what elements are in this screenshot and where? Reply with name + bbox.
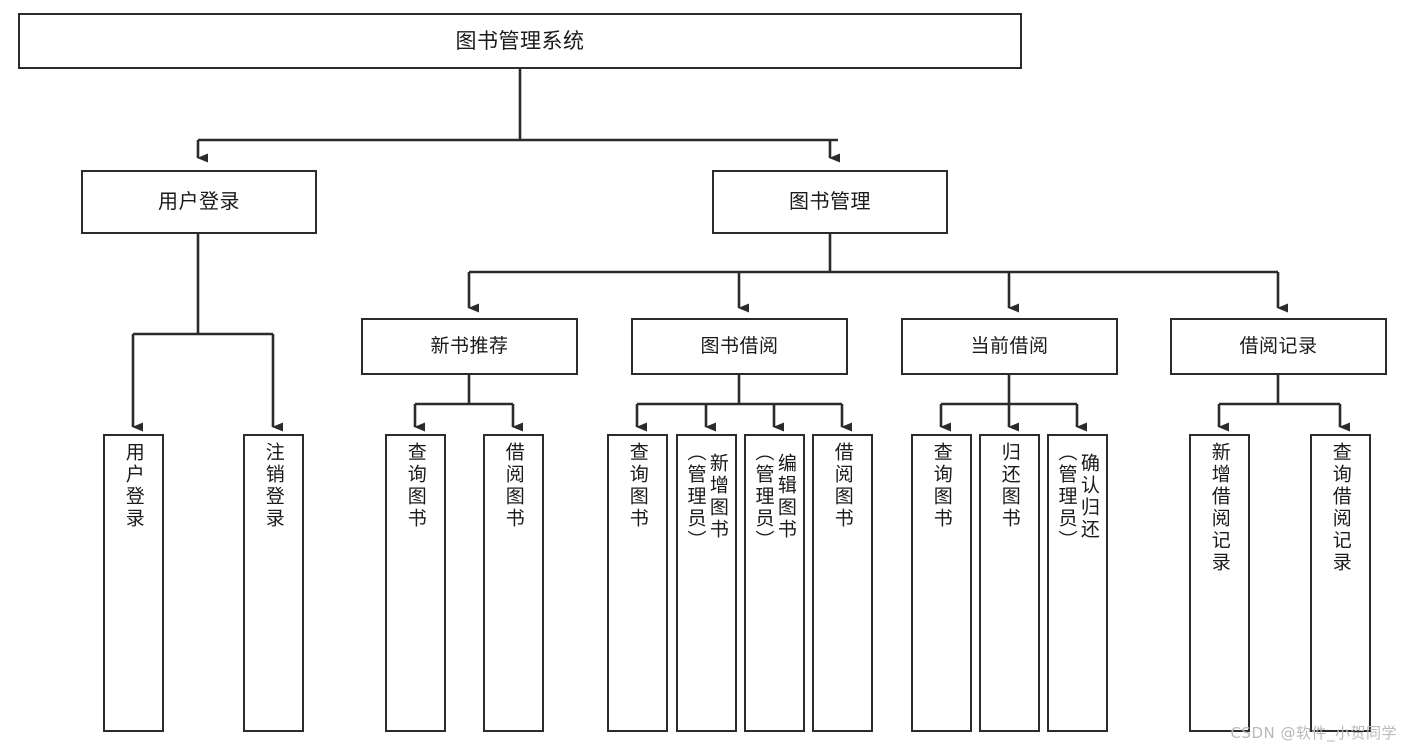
node-label: 图书借阅 (700, 335, 779, 358)
node-new-book-recommend[interactable]: 新书推荐 (361, 318, 578, 375)
leaf-borrow-record-query-record[interactable]: 查询借阅记录 (1310, 434, 1371, 732)
node-label: 当前借阅 (970, 335, 1049, 358)
leaf-borrow-record-add-record[interactable]: 新增借阅记录 (1189, 434, 1250, 732)
leaf-new-book-borrow-book[interactable]: 借阅图书 (483, 434, 544, 732)
node-user-login[interactable]: 用户登录 (81, 170, 317, 234)
leaf-book-borrow-query-book[interactable]: 查询图书 (607, 434, 668, 732)
leaf-user-login-logout[interactable]: 注销登录 (243, 434, 304, 732)
node-label: 借阅图书 (502, 442, 525, 530)
node-label: 查询图书 (626, 442, 649, 530)
node-label: 新增借阅记录 (1208, 442, 1231, 574)
node-label: 用户登录 (158, 189, 240, 214)
node-borrow-record[interactable]: 借阅记录 (1170, 318, 1387, 375)
node-label: 借阅记录 (1239, 335, 1318, 358)
leaf-book-borrow-edit-book[interactable]: 编辑图书 （管理员） (744, 434, 805, 732)
node-label: 注销登录 (262, 442, 285, 530)
node-label: 图书管理系统 (455, 28, 585, 53)
node-book-management-system[interactable]: 图书管理系统 (18, 13, 1022, 69)
node-label: 查询借阅记录 (1329, 442, 1352, 574)
node-label: 图书管理 (789, 189, 871, 214)
node-book-management[interactable]: 图书管理 (712, 170, 948, 234)
leaf-book-borrow-borrow-book[interactable]: 借阅图书 (812, 434, 873, 732)
leaf-user-login-login[interactable]: 用户登录 (103, 434, 164, 732)
node-label: 借阅图书 (831, 442, 854, 530)
node-current-borrow[interactable]: 当前借阅 (901, 318, 1118, 375)
node-label: 用户登录 (122, 442, 145, 530)
leaf-book-borrow-add-book[interactable]: 新增图书 （管理员） (676, 434, 737, 732)
leaf-current-borrow-return-book[interactable]: 归还图书 (979, 434, 1040, 732)
leaf-new-book-query-book[interactable]: 查询图书 (385, 434, 446, 732)
node-label: 确认归还 （管理员） (1055, 442, 1100, 552)
node-label: 新书推荐 (430, 335, 509, 358)
node-label: 编辑图书 （管理员） (752, 442, 797, 552)
leaf-current-borrow-confirm-return[interactable]: 确认归还 （管理员） (1047, 434, 1108, 732)
node-label: 查询图书 (404, 442, 427, 530)
node-label: 新增图书 （管理员） (684, 442, 729, 552)
leaf-current-borrow-query-book[interactable]: 查询图书 (911, 434, 972, 732)
node-label: 归还图书 (998, 442, 1021, 530)
node-label: 查询图书 (930, 442, 953, 530)
node-book-borrow[interactable]: 图书借阅 (631, 318, 848, 375)
